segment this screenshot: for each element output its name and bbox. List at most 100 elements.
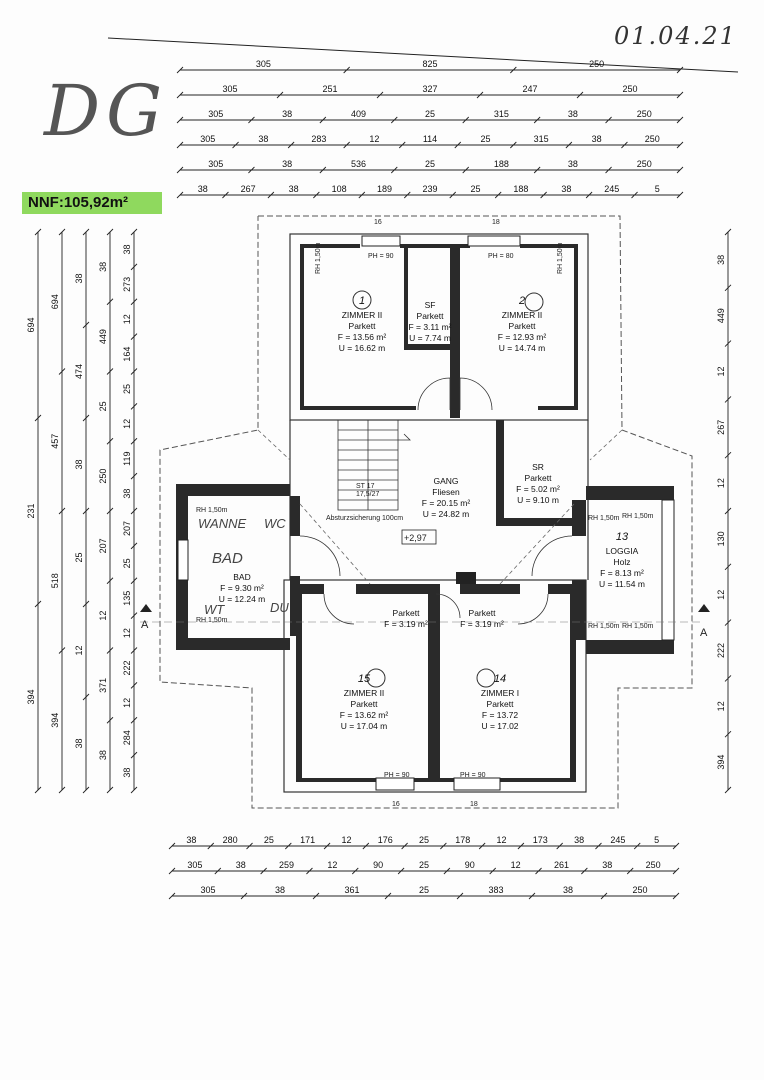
bath-handwriting: WANNE WC WT DU BAD <box>198 516 289 617</box>
top-dim-label: 250 <box>637 159 652 169</box>
left-dim-label: 449 <box>98 329 108 344</box>
rh-label-2: RH 1,50m <box>196 617 228 624</box>
stair-treads <box>337 419 411 511</box>
top-dim-label: 114 <box>423 134 437 144</box>
bottom-dim-tick <box>306 867 313 875</box>
top-dim-label: 250 <box>637 109 652 119</box>
handwritten-date: 01.04.21 <box>614 22 737 50</box>
room-label-7-line: F = 3.19 m² <box>384 619 428 629</box>
bottom-dim-tick <box>168 842 176 850</box>
top-dim-label: 188 <box>513 184 528 194</box>
bottom-dim-tick <box>260 867 267 875</box>
bottom-dim-label: 90 <box>373 860 383 870</box>
room-label-10-line: F = 13.72 <box>482 710 518 720</box>
top-dim-label: 251 <box>322 84 337 94</box>
left-dim-label: 12 <box>122 628 132 638</box>
top-dim-label: 38 <box>592 134 602 144</box>
bottom-dim-label: 38 <box>236 860 246 870</box>
top-dim-label: 25 <box>425 159 435 169</box>
window-top-2: 18 <box>492 219 500 226</box>
left-dim-tick <box>130 612 138 619</box>
right-dim-tick <box>724 507 732 515</box>
left-dim-label: 38 <box>122 244 132 254</box>
right-dim-label: 267 <box>716 420 726 435</box>
left-dim-tick <box>130 577 138 585</box>
right-dim-label: 394 <box>716 755 726 770</box>
bottom-dim-label: 12 <box>341 835 351 845</box>
bottom-dim-tick <box>456 892 464 900</box>
room-label-9-line: ZIMMER II <box>344 688 385 698</box>
room-label-10-line: U = 17.02 <box>481 721 518 731</box>
shaft-symbol <box>456 572 476 584</box>
room-label-5-line: F = 9.30 m² <box>220 583 264 593</box>
bottom-dim-tick <box>401 842 408 850</box>
room-label-6-line: Holz <box>613 557 630 567</box>
top-dim-tick <box>248 166 255 174</box>
top-dim-label: 327 <box>422 84 437 94</box>
left-dim-tick <box>34 414 42 422</box>
room-label-2-line: F = 3.11 m² <box>408 322 451 332</box>
left-dim-tick <box>106 368 114 375</box>
left-dim-label: 207 <box>122 521 132 536</box>
bottom-dim-tick <box>672 842 680 850</box>
bottom-dim-label: 280 <box>223 835 238 845</box>
top-dim-tick <box>676 191 684 199</box>
top-dim-label: 250 <box>645 134 660 144</box>
left-dim-label: 38 <box>98 750 108 760</box>
nnf-area-badge: NNF:105,92m² <box>22 192 162 214</box>
left-dim-tick <box>130 647 138 654</box>
left-dim-tick <box>82 600 90 608</box>
bottom-dim-label: 12 <box>327 860 337 870</box>
room-number-10: 14 <box>494 673 506 685</box>
top-dim-label: 305 <box>256 59 271 69</box>
bottom-dim-label: 173 <box>533 835 548 845</box>
top-dim-label: 315 <box>534 134 549 144</box>
top-dim-label: 188 <box>494 159 509 169</box>
room-label-5-line: BAD <box>233 572 250 582</box>
top-dim-tick <box>287 141 295 149</box>
rh-label-4: RH 1,50m <box>622 623 654 630</box>
bottom-dim-tick <box>672 892 680 900</box>
header-rule <box>107 37 739 73</box>
top-dim-tick <box>222 191 229 199</box>
top-dim-tick <box>358 191 366 199</box>
top-dim-tick <box>454 141 462 149</box>
left-dim-tick <box>130 472 138 480</box>
room-label-0-line: F = 13.56 m² <box>338 332 387 342</box>
room-label-5-line: U = 12.24 m <box>219 594 266 604</box>
top-dim-tick <box>343 66 350 74</box>
left-dim-tick <box>130 263 138 271</box>
top-dim-tick <box>533 116 541 124</box>
right-dim-tick <box>724 228 732 236</box>
left-dim-tick <box>58 786 66 794</box>
bottom-dim-label: 38 <box>574 835 584 845</box>
top-dim-tick <box>176 166 184 174</box>
left-dim-tick <box>82 507 90 515</box>
top-dim-tick <box>510 141 517 149</box>
top-dim-label: 189 <box>377 184 392 194</box>
bottom-dim-label: 361 <box>344 885 359 895</box>
top-dim-label: 305 <box>200 134 215 144</box>
bottom-dim-tick <box>556 842 564 850</box>
bottom-dim-label: 25 <box>419 885 429 895</box>
top-dim-label: 5 <box>655 184 660 194</box>
room-label-0-line: U = 16.62 m <box>339 343 386 353</box>
bottom-dim-tick <box>284 842 292 850</box>
bottom-dim-label: 176 <box>378 835 393 845</box>
misc-annotations: +2,97 ST 17 17,5/27 Absturzsicherung 100… <box>196 219 654 808</box>
room-label-9-line: U = 17.04 m <box>341 721 388 731</box>
top-dim-label: 108 <box>332 184 347 194</box>
left-dimension-chains: 6942313946944575183943847438251238384492… <box>26 228 138 794</box>
room-label-3-line: F = 20.15 m² <box>422 498 471 508</box>
left-dim-tick <box>130 751 138 759</box>
top-dim-tick <box>676 91 684 99</box>
bottom-dim-label: 5 <box>654 835 659 845</box>
left-dim-label: 164 <box>122 347 132 362</box>
right-dim-label: 12 <box>716 701 726 711</box>
top-dim-tick <box>343 141 350 149</box>
stairs-label: ST 17 <box>356 483 375 490</box>
left-dim-label: 12 <box>122 314 132 324</box>
top-dim-tick <box>576 91 584 99</box>
